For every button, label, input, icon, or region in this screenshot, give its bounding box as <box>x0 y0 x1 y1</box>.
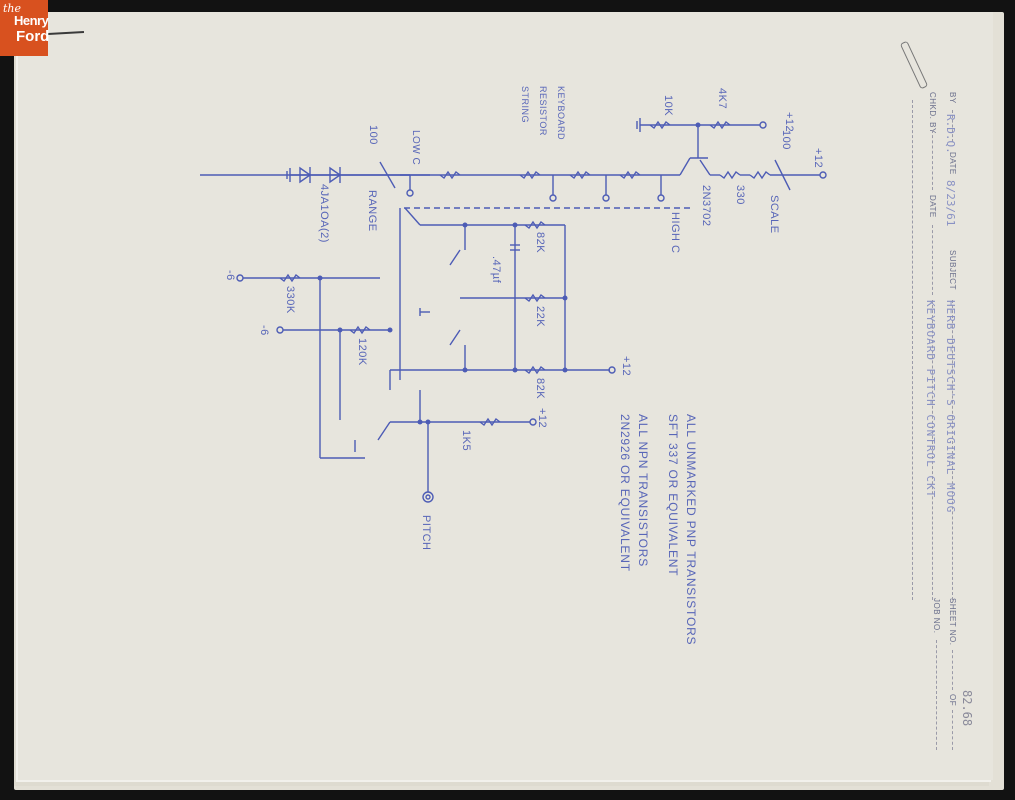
label-pitch: PITCH <box>420 515 432 551</box>
label-minus6-a: -6 <box>224 270 236 281</box>
label-r120k: 120K <box>356 338 368 366</box>
label-plus12-b: +12 <box>620 356 632 377</box>
logo-the: the <box>3 2 22 15</box>
henry-ford-logo: the Henry Ford <box>0 0 50 56</box>
subject-label: SUBJECT <box>948 250 957 290</box>
sheet-line <box>952 650 953 690</box>
by-label: BY <box>948 92 957 104</box>
subject-line-2 <box>932 300 933 600</box>
label-resistor: RESISTOR <box>538 86 548 136</box>
label-high-c: HIGH C <box>669 212 681 254</box>
by-line <box>952 110 953 142</box>
label-r330k: 330K <box>284 286 296 314</box>
logo-henry: Henry <box>14 13 49 28</box>
label-range: RANGE <box>366 190 378 232</box>
chkd-date-line <box>932 225 933 295</box>
of-label: OF <box>948 694 957 707</box>
label-cap: .47µf <box>490 256 502 284</box>
label-2n3702: 2N3702 <box>700 185 712 227</box>
label-r100-scale: 100 <box>780 130 792 150</box>
job-line <box>936 640 937 750</box>
label-r82k-b: 82K <box>534 378 546 400</box>
subject-line1: HERB DEUTSCH'S ORIGINAL MOOG <box>944 300 957 514</box>
job-label: JOB NO. <box>932 598 941 634</box>
of-line <box>952 710 953 750</box>
sheet-label: SHEET NO. <box>948 598 957 646</box>
label-scale: SCALE <box>768 195 780 234</box>
label-low-c: LOW C <box>410 130 421 166</box>
logo-ford: Ford <box>16 28 50 45</box>
label-r100-range: 100 <box>367 125 379 145</box>
chkd-line <box>932 130 933 190</box>
label-plus12-top: +12 <box>812 148 824 169</box>
note-pnp-2: SFT 337 OR EQUIVALENT <box>666 414 680 577</box>
label-plus12-a: +12 <box>783 112 795 133</box>
sheet-number: 82.68 <box>960 690 974 727</box>
note-pnp-1: ALL UNMARKED PNP TRANSISTORS <box>684 414 698 646</box>
note-npn-1: ALL NPN TRANSISTORS <box>636 414 650 568</box>
date-label: DATE <box>948 152 957 175</box>
chkd-label: CHKD. BY <box>928 92 937 134</box>
title-block-rule <box>912 100 913 600</box>
label-r10k: 10K <box>662 95 674 117</box>
label-minus6-b: -6 <box>258 325 270 336</box>
label-keyboard: KEYBOARD <box>556 86 566 141</box>
subject-line-1 <box>952 300 953 600</box>
note-npn-2: 2N2926 OR EQUIVALENT <box>618 414 632 572</box>
label-r22k: 22K <box>534 306 546 328</box>
label-r1k5: 1K5 <box>460 430 472 452</box>
by-value: R.D.Q. <box>944 114 957 154</box>
label-diodes: 4JA1OA(2) <box>318 184 330 243</box>
chkd-date-label: DATE <box>928 195 937 218</box>
label-r330: 330 <box>734 185 746 205</box>
label-r82k-a: 82K <box>534 232 546 254</box>
label-plus12-c: +12 <box>536 408 548 429</box>
schematic-sheet <box>18 12 993 780</box>
label-r4k7: 4K7 <box>716 88 728 110</box>
date-value: 8/23/61 <box>944 180 957 227</box>
label-string: STRING <box>520 86 530 124</box>
subject-line2: KEYBOARD PITCH CONTROL CKT <box>924 300 937 499</box>
